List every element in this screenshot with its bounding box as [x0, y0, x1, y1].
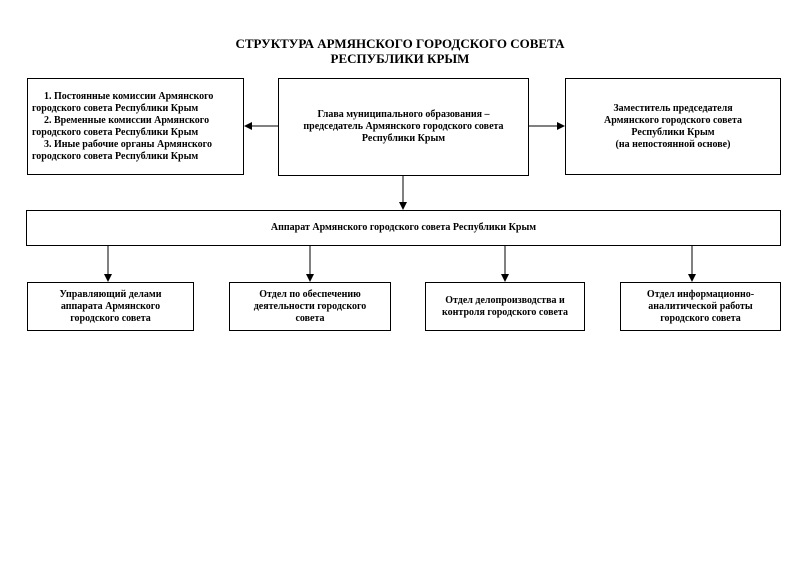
diagram-title-line-1: СТРУКТУРА АРМЯНСКОГО ГОРОДСКОГО СОВЕТА — [235, 36, 565, 51]
apparatus-box: Аппарат Армянского городского совета Рес… — [26, 210, 781, 246]
department-box: Отдел делопроизводства и контроля городс… — [425, 282, 585, 331]
commissions-line: городского совета Республики Крым — [32, 150, 199, 162]
commissions-line: 1. Постоянные комиссии Армянского — [44, 90, 214, 102]
head-of-municipality-box: Глава муниципального образования – предс… — [278, 78, 529, 176]
department-line: городского совета — [660, 312, 741, 324]
head-line: Глава муниципального образования – — [317, 109, 490, 120]
diagram-title-line-2: РЕСПУБЛИКИ КРЫМ — [330, 51, 470, 66]
deputy-line: (на непостоянной основе) — [615, 138, 731, 150]
department-line: совета — [295, 312, 325, 324]
head-line: председатель Армянского городского совет… — [303, 121, 504, 132]
commissions-line: 3. Иные рабочие органы Армянского — [44, 138, 212, 150]
deputy-line: Армянского городского совета — [603, 114, 743, 126]
department-line: Отдел информационно- — [646, 288, 755, 300]
commissions-line: городского совета Республики Крым — [32, 126, 199, 138]
department-box: Управляющий делами аппарата Армянского г… — [27, 282, 194, 331]
commissions-box: 1. Постоянные комиссии Армянского городс… — [27, 78, 244, 175]
apparatus-label: Аппарат Армянского городского совета Рес… — [270, 222, 537, 233]
deputy-line: Заместитель председателя — [613, 102, 733, 114]
department-line: Управляющий делами — [59, 288, 162, 300]
department-line: деятельности городского — [253, 300, 367, 312]
commissions-line: 2. Временные комиссии Армянского — [44, 114, 210, 126]
head-line: Республики Крым — [361, 133, 446, 144]
deputy-line: Республики Крым — [631, 126, 715, 138]
department-line: городского совета — [70, 312, 151, 324]
department-box: Отдел по обеспечению деятельности городс… — [229, 282, 391, 331]
deputy-chairman-box: Заместитель председателя Армянского горо… — [565, 78, 781, 175]
department-line: аппарата Армянского — [60, 300, 161, 312]
department-line: Отдел делопроизводства и — [445, 294, 565, 306]
commissions-line: городского совета Республики Крым — [32, 102, 199, 114]
department-line: Отдел по обеспечению — [259, 288, 361, 300]
department-line: контроля городского совета — [442, 306, 568, 318]
department-box: Отдел информационно- аналитической работ… — [620, 282, 781, 331]
department-line: аналитической работы — [648, 300, 753, 312]
